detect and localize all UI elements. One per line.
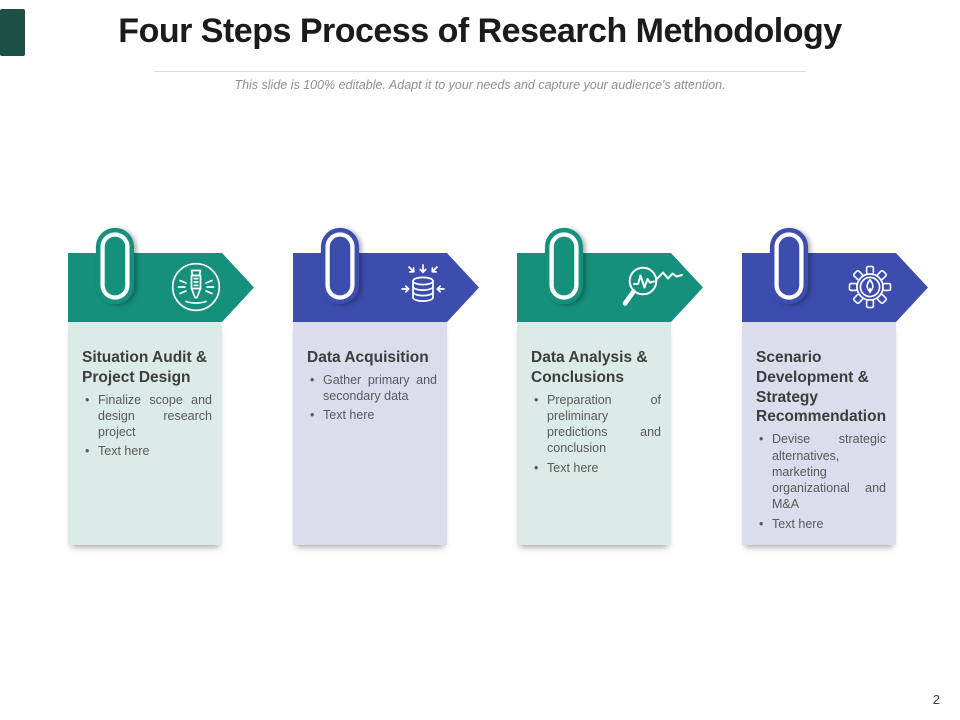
editable-note: This slide is 100% editable. Adapt it to… (234, 78, 726, 92)
bullet-item: Devise strategic alternatives, marketing… (756, 431, 886, 512)
step-card: Data Acquisition Gather primary and seco… (293, 322, 447, 545)
gear-pen-icon (848, 265, 892, 309)
step-title: Situation Audit & Project Design (82, 349, 208, 386)
step-title: Data Acquisition (307, 349, 429, 366)
page-title: Four Steps Process of Research Methodolo… (118, 12, 842, 50)
step-title: Scenario Development & Strategy Recommen… (756, 349, 887, 426)
step-column-3: Data Analysis & Conclusions Preparation … (517, 225, 707, 555)
paperclip-icon (769, 227, 809, 305)
bullet-item: Text here (531, 460, 661, 477)
step-bullets: Gather primary and secondary data Text h… (307, 372, 437, 424)
page-number: 2 (932, 692, 940, 707)
step-column-4: Scenario Development & Strategy Recommen… (742, 225, 932, 555)
header-divider (154, 71, 806, 72)
step-bullets: Devise strategic alternatives, marketing… (756, 431, 886, 532)
step-card: Data Analysis & Conclusions Preparation … (517, 322, 671, 545)
bullet-item: Gather primary and secondary data (307, 372, 437, 405)
bullet-item: Text here (82, 443, 212, 460)
step-column-2: Data Acquisition Gather primary and seco… (293, 225, 483, 555)
bullet-item: Finalize scope and design research proje… (82, 392, 212, 441)
bullet-item: Text here (756, 516, 886, 533)
database-collect-icon (401, 264, 445, 302)
paperclip-icon (544, 227, 584, 305)
paperclip-icon (95, 227, 135, 305)
step-title: Data Analysis & Conclusions (531, 349, 648, 386)
step-card: Scenario Development & Strategy Recommen… (742, 322, 896, 545)
step-bullets: Preparation of preliminary predictions a… (531, 392, 661, 477)
paperclip-icon (320, 227, 360, 305)
magnifier-chart-icon (622, 266, 683, 306)
corner-accent-bar (0, 9, 25, 56)
bullet-item: Text here (307, 407, 437, 424)
step-bullets: Finalize scope and design research proje… (82, 392, 212, 460)
screwdriver-idea-icon (171, 262, 221, 312)
step-card: Situation Audit & Project Design Finaliz… (68, 322, 222, 545)
bullet-item: Preparation of preliminary predictions a… (531, 392, 661, 457)
step-column-1: Situation Audit & Project Design Finaliz… (68, 225, 258, 555)
